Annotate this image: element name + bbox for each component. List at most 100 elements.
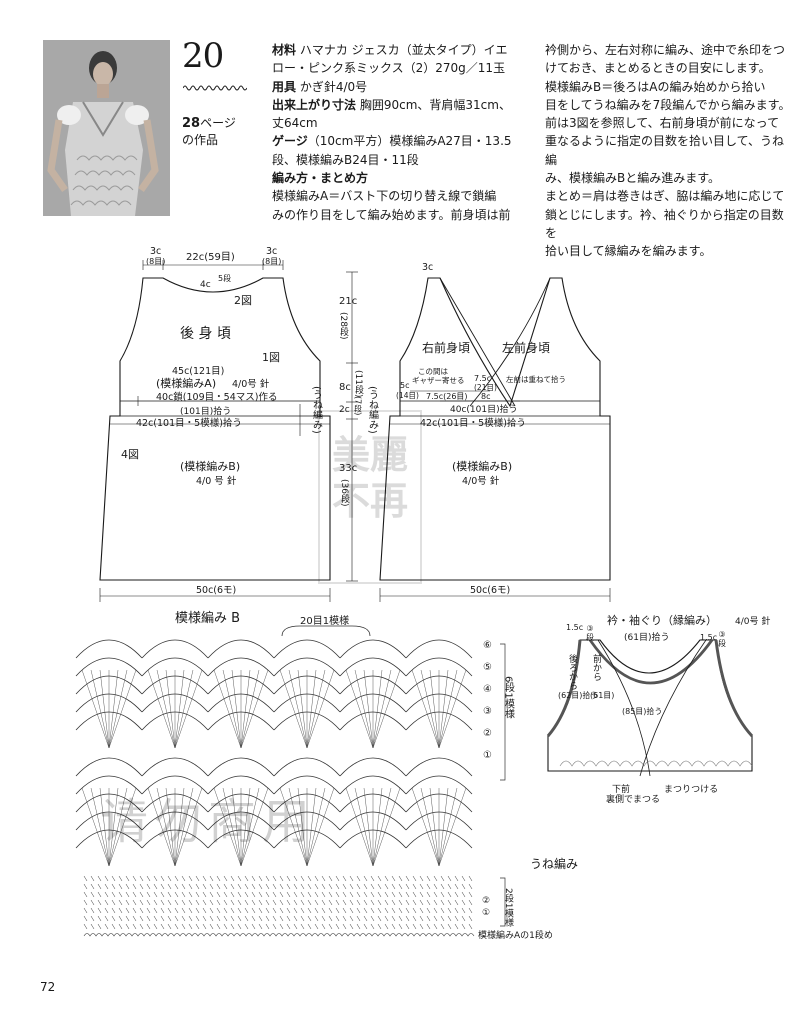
measure-skirt-rows: (36段)	[339, 479, 350, 506]
instruction-text: みの作り目をして編み始めます。前身頃は前	[272, 207, 511, 222]
fan-ray	[165, 669, 176, 749]
instruction-line: 編み方・まとめ方	[272, 169, 540, 187]
fan-ray	[156, 669, 176, 749]
decorative-wave	[183, 85, 247, 91]
ridge-stitch	[370, 891, 375, 898]
ridge-stitch	[258, 923, 263, 930]
ridge-stitch	[335, 923, 340, 930]
ridge-stitch	[202, 907, 207, 914]
ridge-stitch	[146, 875, 151, 882]
instruction-text: ロー・ピンク系ミックス（2）270g／11玉	[272, 61, 506, 76]
ridge-stitch	[125, 891, 130, 898]
ridge-stitch	[272, 883, 277, 890]
ridge-stitch	[216, 883, 221, 890]
ridge-stitch	[342, 923, 347, 930]
fan-ray	[306, 787, 326, 867]
back-fig1: 1図	[262, 351, 280, 364]
ridge-stitch	[83, 891, 88, 898]
back-hook-b: 4/0 号 針	[196, 475, 237, 487]
ridge-stitch	[83, 907, 88, 914]
ridge-stitch	[230, 883, 235, 890]
back-shoulder-right-sts: (8目)	[262, 257, 281, 266]
ridge-stitch	[447, 891, 452, 898]
ridge-stitch	[363, 923, 368, 930]
ridge-stitch	[83, 923, 88, 930]
ridge-stitch	[314, 875, 319, 882]
ridge-stitch	[265, 915, 270, 922]
front-left-title: 左前身頃	[502, 340, 550, 355]
fan-ray	[240, 787, 260, 867]
ridge-stitch	[188, 915, 193, 922]
ridge-stitch	[293, 915, 298, 922]
ridge-stitch	[265, 899, 270, 906]
ridge-stitch	[286, 907, 291, 914]
ridge-stitch	[146, 891, 151, 898]
ridge-stitch	[454, 907, 459, 914]
front-low-w: 7.5c(26目)	[426, 392, 468, 401]
ridge-stitch	[209, 899, 214, 906]
ridge-stitch	[412, 891, 417, 898]
ridge-stitch	[209, 907, 214, 914]
edge-sts-85: (85目)拾う	[622, 706, 662, 716]
ridge-stitch	[230, 923, 235, 930]
ridge-stitch	[419, 923, 424, 930]
ridge-stitch	[398, 875, 403, 882]
ridge-stitch	[461, 899, 466, 906]
fan-ray	[420, 669, 440, 749]
ridge-stitch	[321, 883, 326, 890]
ridge-stitch	[209, 883, 214, 890]
ridge-stitch	[279, 907, 284, 914]
fan-ray	[99, 669, 110, 749]
instruction-line: 用具 かぎ針4/0号	[272, 78, 540, 96]
ridge-stitch	[139, 915, 144, 922]
measure-une-rows: (7段)	[354, 396, 363, 415]
ridge-stitch	[384, 883, 389, 890]
fan-ray	[222, 787, 242, 867]
ridge-stitch	[244, 883, 249, 890]
ridge-stitch	[398, 923, 403, 930]
ridge-stitch	[146, 883, 151, 890]
front-pickup-b: 42c(101目・5模様)拾う	[420, 417, 526, 429]
edge-left-top-rows: ③段	[586, 624, 595, 642]
ridge-stitch	[328, 883, 333, 890]
ridge-stitch	[335, 883, 340, 890]
instruction-line: 模様編みB＝後ろはAの編み始めから拾い	[545, 79, 766, 94]
instruction-text: 胸囲90cm、背肩幅31cm、	[356, 97, 511, 112]
ridge-stitch	[209, 915, 214, 922]
ridge-stitch	[223, 891, 228, 898]
ridge-stitch	[118, 923, 123, 930]
ridge-stitch	[104, 891, 109, 898]
ridge-stitch	[419, 915, 424, 922]
measure-band-a-rows: (11段)	[353, 370, 364, 397]
ridge-stitch	[279, 891, 284, 898]
ridge-stitch	[111, 915, 116, 922]
fan-arc	[75, 639, 143, 659]
ridge-stitch	[426, 899, 431, 906]
fan-ray	[240, 669, 269, 749]
ridge-stitch	[468, 915, 473, 922]
instruction-label: ゲージ	[272, 134, 308, 149]
ridge-stitch	[384, 875, 389, 882]
ridge-stitch	[384, 891, 389, 898]
ridge-stitch	[202, 923, 207, 930]
ridge-stitch	[461, 923, 466, 930]
fan-ray	[306, 669, 326, 749]
ridge-stitch	[321, 923, 326, 930]
ridge-stitch	[251, 915, 256, 922]
ridge-stitch	[181, 923, 186, 930]
ridge-stitch	[419, 883, 424, 890]
ridge-stitch	[370, 875, 375, 882]
ridge-stitch	[384, 915, 389, 922]
back-shoulder-left-sts: (8目)	[146, 257, 165, 266]
ridge-stitch	[132, 915, 137, 922]
ridge-stitch	[237, 891, 242, 898]
ridge-stitch	[279, 875, 284, 882]
ridge-stitch	[251, 875, 256, 882]
instruction-text: 段、模様編みB24目・11段	[272, 152, 419, 167]
ridge-stitch	[181, 891, 186, 898]
ridge-stitch	[251, 899, 256, 906]
fan-arc	[405, 757, 473, 777]
fan-ray	[372, 787, 392, 867]
ridge-stitch	[349, 883, 354, 890]
ridge-stitch	[391, 891, 396, 898]
